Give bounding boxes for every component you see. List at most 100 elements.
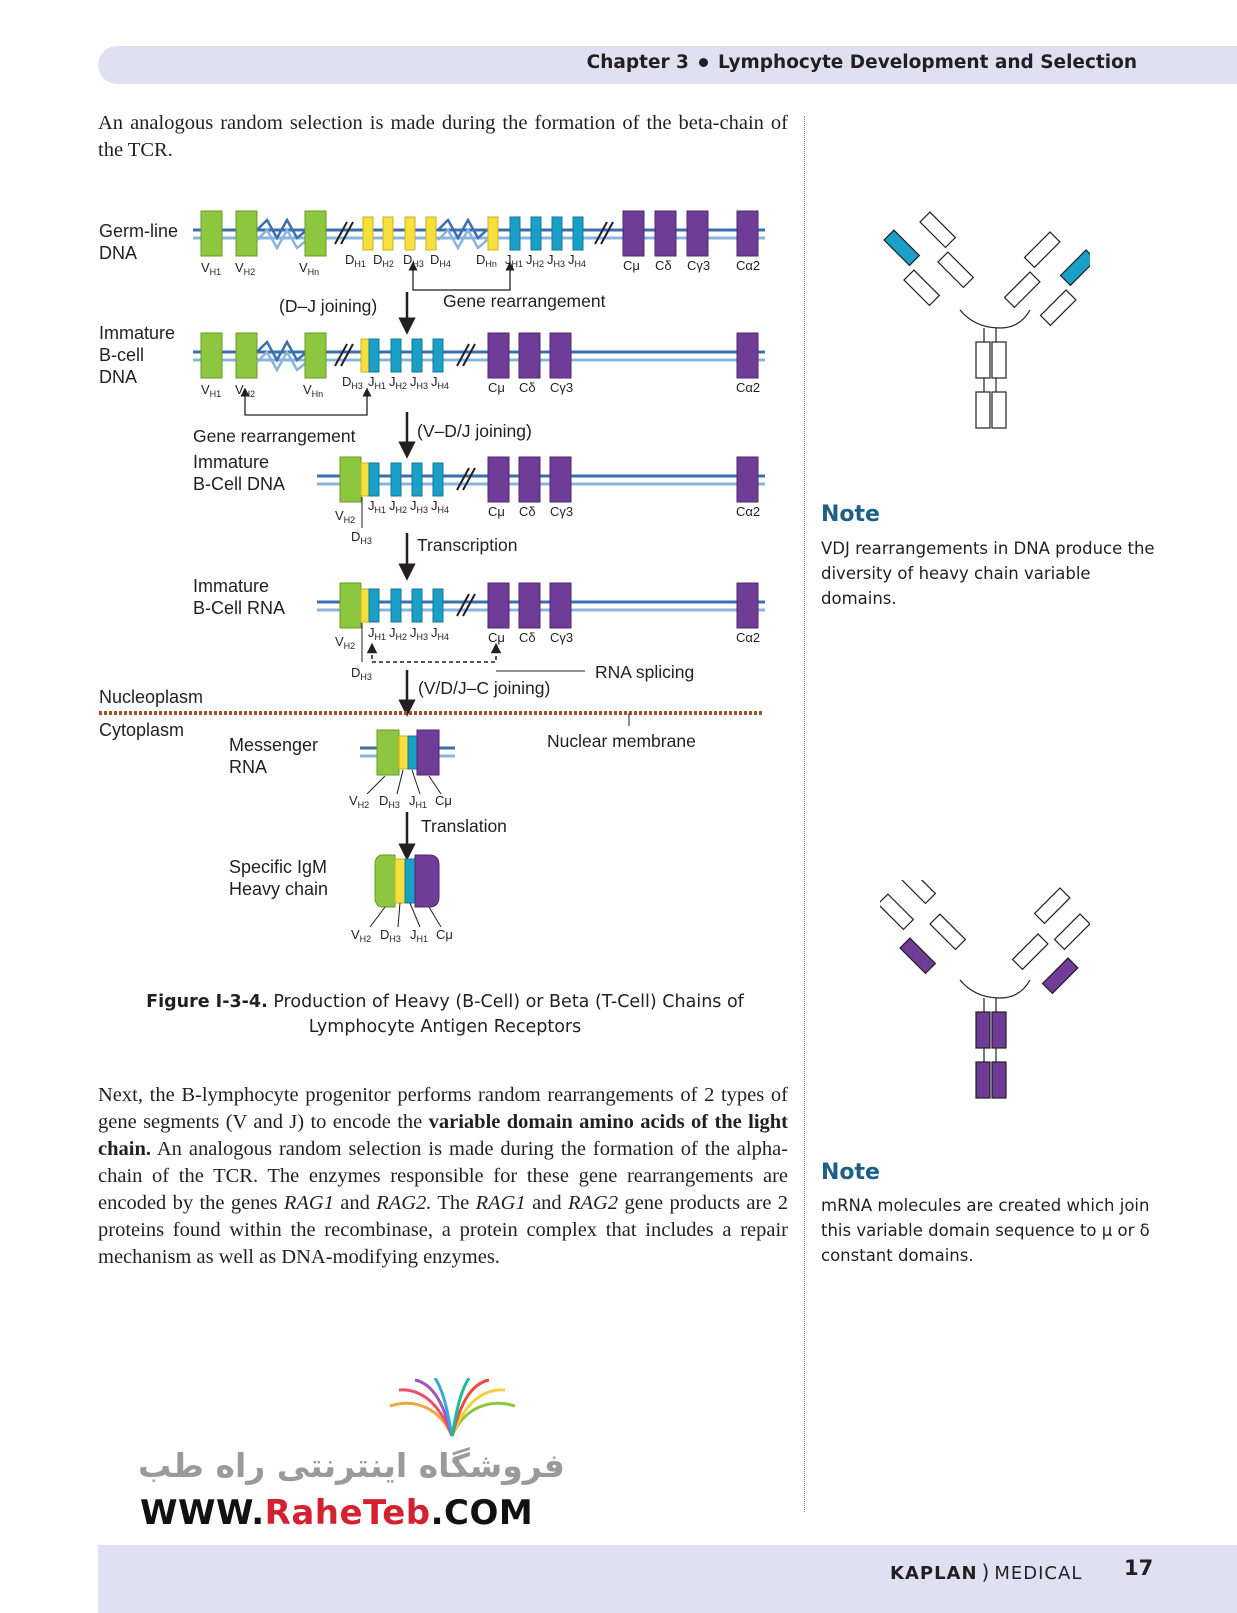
rna-label-b: B-Cell RNA [193,598,285,618]
svg-text:JH2: JH2 [389,374,407,391]
svg-text:VH2: VH2 [335,634,355,651]
svg-text:JH3: JH3 [410,625,428,642]
cdelta-label-3: Cδ [519,504,536,519]
cgamma3-label: Cγ3 [687,258,710,273]
igm-label-a: Specific IgM [229,857,327,877]
immature-label-2b: B-Cell DNA [193,474,285,494]
dj-joining-label: (D–J joining) [279,296,377,316]
svg-text:DH3: DH3 [351,529,372,546]
cgamma3-label-4: Cγ3 [550,630,573,645]
figure-caption: Figure I-3-4. Production of Heavy (B-Cel… [100,990,790,1040]
svg-text:JH2: JH2 [389,498,407,515]
antibody-diagram-2 [880,880,1090,1099]
immature-label-2a: Immature [193,452,269,472]
cgamma3-label-3: Cγ3 [550,504,573,519]
mrna-label-a: Messenger [229,735,318,755]
messenger-rna-shape [360,729,455,776]
svg-text:JH4: JH4 [568,252,586,269]
running-header: Chapter 3 Lymphocyte Development and Sele… [587,52,1137,73]
germline-label-2: DNA [99,243,137,263]
mrna-label-b: RNA [229,757,267,777]
svg-text:JH1: JH1 [368,498,386,515]
immature-label-1b: B-cell [99,345,144,365]
svg-text:VH2: VH2 [349,793,369,810]
immature-bcell-rna-row [317,582,765,629]
rna-label-a: Immature [193,576,269,596]
footer-band [98,1545,1237,1613]
gene-rearrangement-label-2: Gene rearrangement [193,426,356,446]
svg-text:JH3: JH3 [547,252,565,269]
note-title-2: Note [821,1160,880,1185]
chapter-label: Chapter 3 [586,52,689,73]
calpha2-label-4: Cα2 [736,630,760,645]
cdelta-label-4: Cδ [519,630,536,645]
svg-text:DH1: DH1 [345,252,366,269]
nuclear-membrane-label: Nuclear membrane [547,731,696,751]
svg-text:DHn: DHn [476,252,497,269]
transcription-label: Transcription [417,535,518,555]
cdelta-label-2: Cδ [519,380,536,395]
calpha2-label: Cα2 [736,258,760,273]
svg-text:DH3: DH3 [351,665,372,682]
calpha2-label-3: Cα2 [736,504,760,519]
cgamma3-label-2: Cγ3 [550,380,573,395]
column-divider [804,116,805,1512]
antibody-diagram-1 [883,211,1090,429]
note-text-2: mRNA molecules are created which join th… [821,1196,1150,1265]
immature-bcell-dna-row-2 [317,456,765,503]
cmu-label-3: Cμ [488,504,505,519]
svg-text:JH1: JH1 [505,252,523,269]
svg-text:JH3: JH3 [410,374,428,391]
brand-medical: MEDICAL [994,1563,1083,1584]
cmu-label-2: Cμ [488,380,505,395]
cmu-label-igm: Cμ [436,927,453,942]
watermark-persian: فروشگاه اینترنتی راه طب [138,1446,565,1485]
svg-text:JH1: JH1 [410,927,428,944]
svg-text:DH3: DH3 [379,793,400,810]
immature-label-1c: DNA [99,367,137,387]
svg-text:VH2: VH2 [351,927,371,944]
igm-heavy-chain-shape [374,854,440,908]
svg-text:VHn: VHn [303,382,323,399]
svg-text:JH1: JH1 [409,793,427,810]
gene-rearrangement-label-1: Gene rearrangement [443,291,606,311]
cmu-label-mrna: Cμ [435,793,452,808]
cytoplasm-label: Cytoplasm [99,720,184,740]
svg-text:JH1: JH1 [368,625,386,642]
brand-kaplan: KAPLAN [890,1563,978,1584]
cmu-label-4: Cμ [488,630,505,645]
svg-text:JH3: JH3 [410,498,428,515]
germline-row [193,210,765,257]
svg-text:VH2: VH2 [235,260,255,277]
page-number: 17 [1124,1556,1154,1580]
cdelta-label: Cδ [655,258,672,273]
chapter-title: Lymphocyte Development and Selection [717,52,1137,73]
svg-text:JH2: JH2 [526,252,544,269]
header-band [98,46,1237,84]
watermark-url: WWW.RaheTeb.COM [140,1493,534,1533]
svg-text:JH1: JH1 [368,374,386,391]
vdjc-joining-label: (V/D/J–C joining) [418,678,550,698]
intro-paragraph: An analogous random selection is made du… [98,112,788,161]
nucleoplasm-label: Nucleoplasm [99,687,203,707]
svg-text:VH1: VH1 [201,260,221,277]
svg-text:DH4: DH4 [430,252,451,269]
book-logo-icon [389,1378,516,1437]
svg-text:JH2: JH2 [389,625,407,642]
figure-caption-text: Production of Heavy (B-Cell) or Beta (T-… [273,992,744,1037]
note-text-1: VDJ rearrangements in DNA produce the di… [821,539,1155,608]
svg-text:VHn: VHn [299,260,319,277]
immature-label-1a: Immature [99,323,175,343]
light-chain-paragraph: Next, the B-lymphocyte progenitor perfor… [98,1084,788,1268]
immature-bcell-dna-row-1 [193,332,765,379]
bullet-icon [698,57,708,67]
svg-text:DH2: DH2 [373,252,394,269]
svg-text:JH4: JH4 [431,625,449,642]
svg-text:VH2: VH2 [335,508,355,525]
note-title-1: Note [821,502,880,527]
rna-splicing-label: RNA splicing [595,662,694,682]
footer-brand: KAPLAN)MEDICAL [890,1560,1083,1584]
svg-text:JH4: JH4 [431,374,449,391]
svg-text:DH3: DH3 [342,374,363,391]
svg-text:VH1: VH1 [201,382,221,399]
